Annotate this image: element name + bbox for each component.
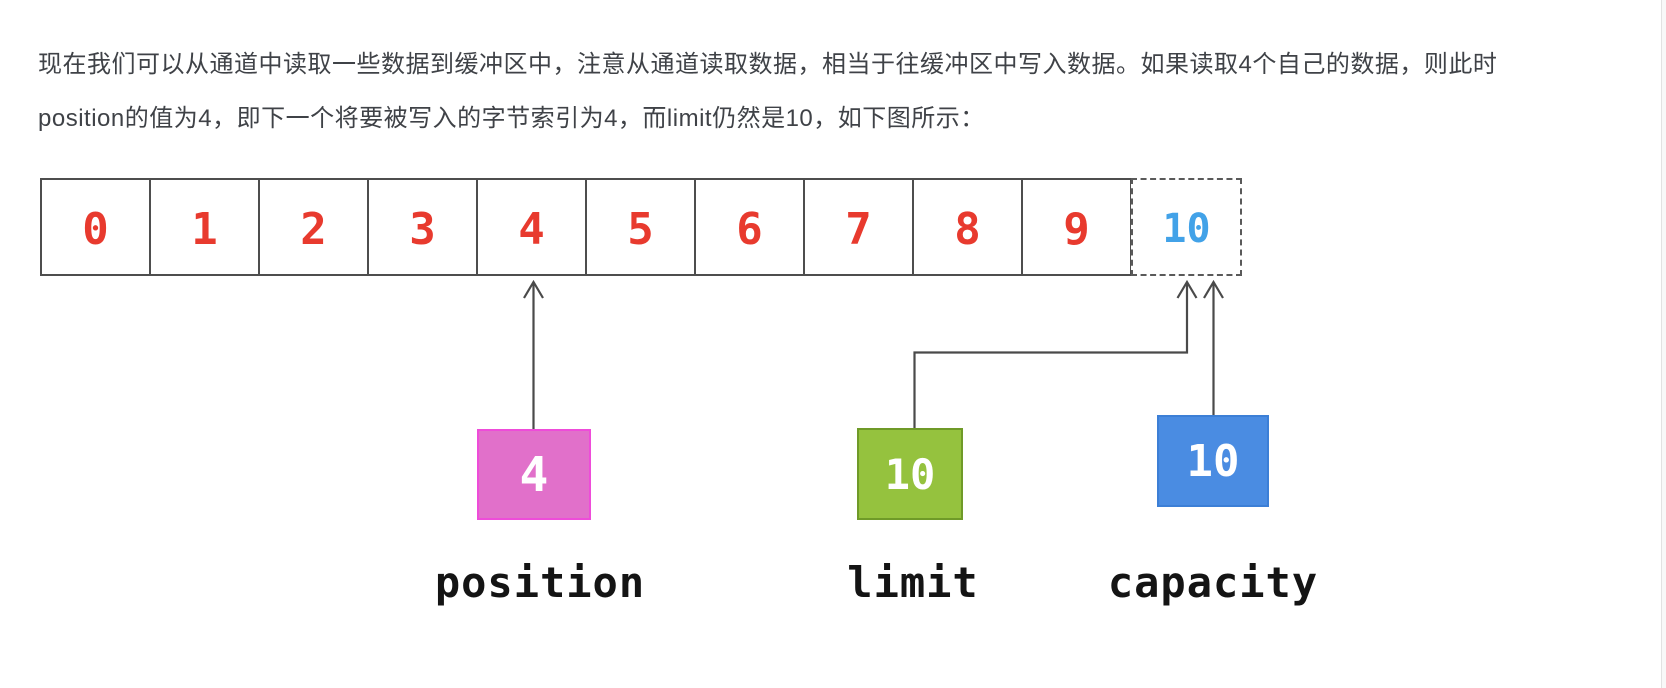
scrollbar-track[interactable] — [1661, 0, 1666, 688]
buffer-cell-9: 9 — [1063, 203, 1090, 255]
buffer-cell-5: 5 — [587, 180, 696, 274]
limit-label: limit — [847, 558, 979, 607]
paragraph-line-2: position的值为4，即下一个将要被写入的字节索引为4，而limit仍然是1… — [38, 105, 985, 132]
capacity-label: capacity — [1107, 558, 1319, 607]
buffer-cell-8: 8 — [914, 180, 1023, 274]
buffer-cell-3: 3 — [369, 180, 478, 274]
limit-arrow — [913, 279, 1198, 428]
paragraph-line-1: 现在我们可以从通道中读取一些数据到缓冲区中，注意从通道读取数据，相当于往缓冲区中… — [38, 51, 1498, 78]
position-value-box: 4 — [477, 429, 591, 520]
buffer-cell-7: 7 — [805, 180, 914, 274]
buffer-cell-6: 6 — [696, 180, 805, 274]
limit-value-box: 10 — [857, 428, 963, 520]
capacity-arrow — [1203, 279, 1224, 415]
buffer-cell-4: 4 — [478, 180, 587, 274]
position-arrow — [523, 279, 544, 429]
buffer-row: 0 1 2 3 4 5 6 7 8 9 — [40, 178, 1132, 276]
position-label: position — [434, 558, 646, 607]
buffer-cell-2: 2 — [260, 180, 369, 274]
buffer-cell-10-dashed: 10 — [1131, 178, 1242, 276]
buffer-cell-0: 0 — [42, 180, 151, 274]
buffer-cell-1: 1 — [151, 180, 260, 274]
capacity-value-box: 10 — [1157, 415, 1269, 507]
